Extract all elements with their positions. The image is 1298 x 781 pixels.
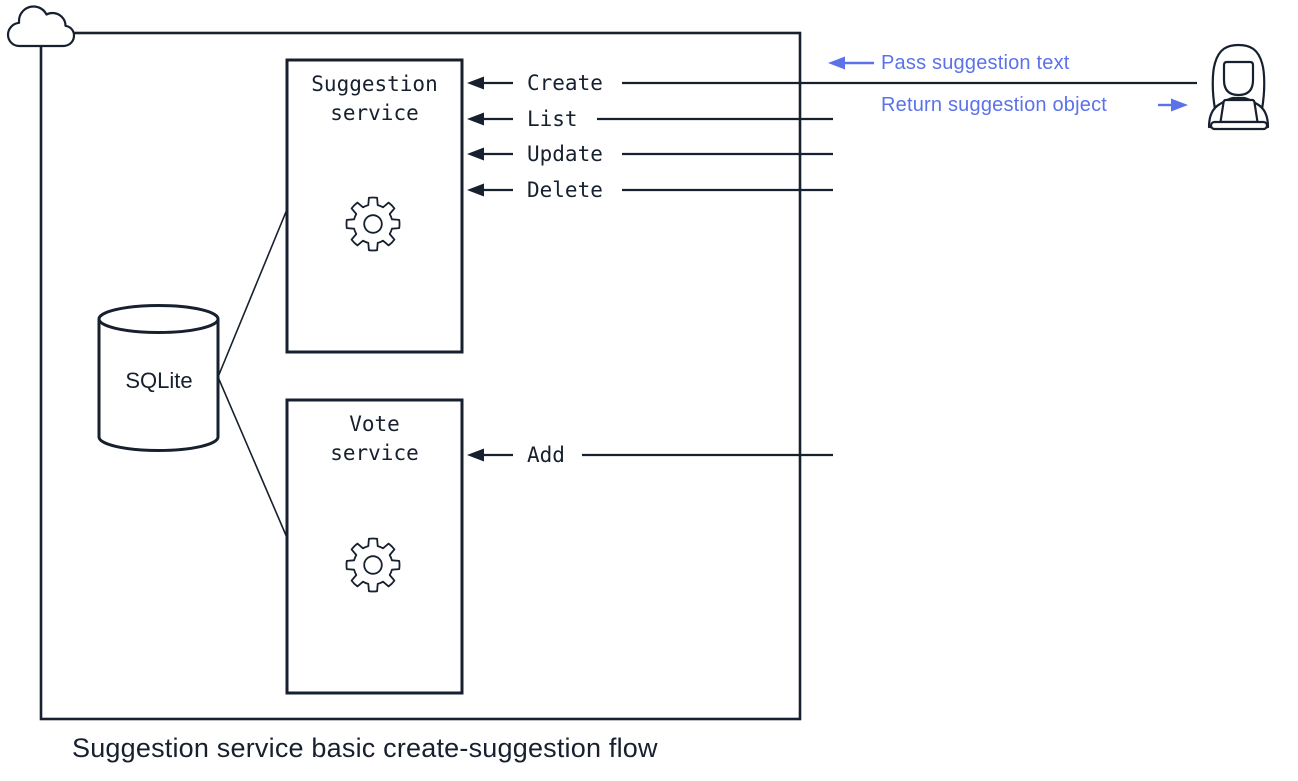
arrow-update	[467, 147, 833, 161]
arrow-delete	[467, 183, 833, 197]
gear-icon	[345, 537, 401, 593]
vote-service-label: Vote service	[330, 412, 419, 465]
operation-label-add: Add	[527, 443, 565, 467]
suggestion-service-label: Suggestion service	[311, 72, 438, 125]
pass-suggestion-annotation: Pass suggestion text	[881, 52, 1070, 74]
arrow-create	[467, 76, 1197, 90]
system-boundary-box	[39, 31, 802, 721]
return-suggestion-annotation: Return suggestion object	[881, 94, 1108, 116]
database-cylinder-icon	[97, 304, 220, 452]
operation-label-update: Update	[527, 142, 603, 166]
diagram-caption: Suggestion service basic create-suggesti…	[72, 733, 658, 763]
database-label: SQLite	[125, 368, 193, 393]
return-arrow-icon	[1158, 98, 1188, 112]
operation-label-delete: Delete	[527, 178, 603, 202]
arrow-add	[467, 448, 833, 462]
pass-arrow-icon	[828, 56, 874, 70]
cloud-icon	[6, 5, 76, 48]
person-at-laptop-icon	[1207, 43, 1270, 131]
operation-label-create: Create	[527, 71, 603, 95]
db-connection-lines	[217, 206, 289, 541]
gear-icon	[345, 196, 401, 252]
arrow-list	[467, 112, 833, 126]
operation-label-list: List	[527, 107, 578, 131]
